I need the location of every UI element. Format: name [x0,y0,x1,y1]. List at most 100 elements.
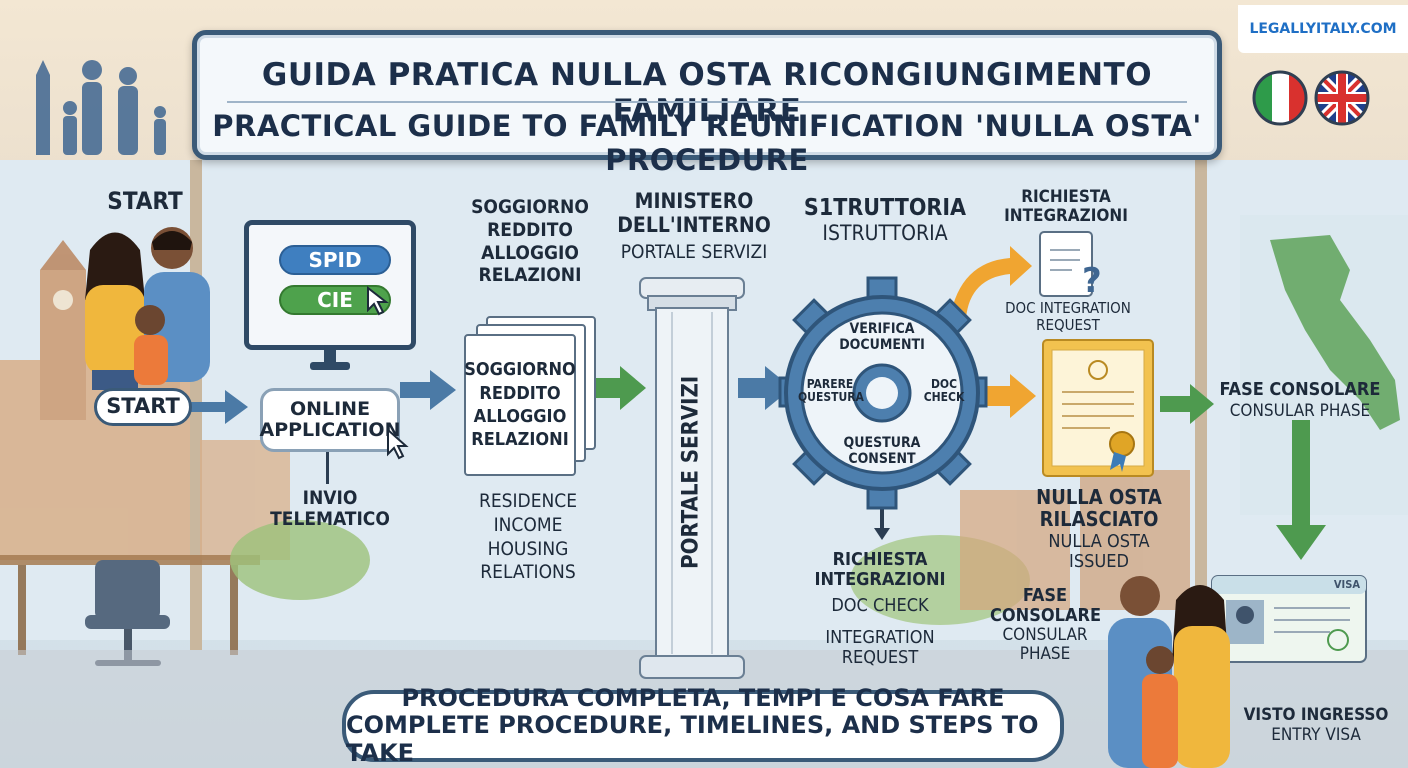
doc-en-line: RELATIONS [480,561,576,584]
ministry-pillar [639,277,745,679]
visa-english: ENTRY VISA [1271,725,1361,745]
integration-bottom-english: INTEGRATION REQUEST [810,627,950,669]
istruttoria-title: S1TRUTTORIA [803,195,967,221]
nulla-osta-english: NULLA OSTA ISSUED [1024,531,1174,573]
online-application-pill[interactable]: ONLINE APPLICATION [259,388,401,452]
ministry-title-line1: MINISTERO [634,189,754,213]
monitor-stand [310,346,350,370]
gear-line: QUESTURA [798,390,864,405]
gear-item-doc-check: DOC CHECK [912,377,976,405]
ministry-subtitle: PORTALE SERVIZI [620,241,768,263]
footer-line1: PROCEDURA COMPLETA, TEMPI E COSA FARE [401,683,1005,712]
family-illustration-end [1108,576,1230,768]
gear-line: CHECK [923,390,965,405]
gear-item-questura: QUESTURA CONSENT [832,435,932,467]
doc-en-line: HOUSING [487,537,569,560]
consular-bottom-line2: CONSOLARE [990,605,1102,627]
portale-servizi-column-label: PORTALE SERVIZI [678,375,704,569]
invio-telematico-caption: INVIO TELEMATICO [270,487,390,531]
cursor-icon [367,286,389,316]
language-flags [1252,70,1370,126]
footer-line2: COMPLETE PROCEDURE, TIMELINES, AND STEPS… [346,711,1039,767]
ministry-title-line2: DELL'INTERNO [617,212,771,237]
gear-item-verifica: VERIFICA DOCUMENTI [832,321,932,353]
istruttoria-gear [778,276,988,510]
gear-line: PARERE [806,377,854,391]
doc-top-line: REDDITO [487,218,573,241]
nulla-osta-line2: RILASCIATO [1039,507,1159,532]
integration-top-title: RICHIESTA INTEGRAZIONI [996,187,1136,227]
nulla-osta-en-line1: NULLA OSTA [1048,531,1150,552]
nulla-osta-title: NULLA OSTA RILASCIATO [1024,486,1174,531]
doc-line: ALLOGGIO [473,406,567,427]
documents-top-labels: SOGGIORNO REDDITO ALLOGGIO RELAZIONI [460,196,600,287]
gear-line: VERIFICA [849,321,915,337]
svg-text:?: ? [1082,261,1102,301]
login-monitor: SPID CIE [244,220,416,350]
document-lines: SOGGIORNO REDDITO ALLOGGIO RELAZIONI [464,358,576,452]
consular-phase-english: CONSULAR PHASE [1229,401,1371,421]
integration-bottom-title: RICHIESTA INTEGRAZIONI [810,549,950,591]
integration-bottom-line2: INTEGRAZIONI [814,569,946,591]
family-silhouette [36,60,166,155]
cursor-icon-2 [387,428,409,460]
doc-en-line: RESIDENCE [478,490,578,512]
gear-line: CONSENT [848,450,916,467]
caption-line2: TELEMATICO [270,508,390,531]
page-title-italian: GUIDA PRATICA NULLA OSTA RICONGIUNGIMENT… [261,57,1153,129]
integration-bottom-en-line1: INTEGRATION [825,627,935,648]
title-banner: GUIDA PRATICA NULLA OSTA RICONGIUNGIMENT… [192,30,1222,177]
caption-line1: INVIO [302,487,358,509]
integration-top-en-line2: REQUEST [1036,315,1100,334]
spid-button[interactable]: SPID [279,245,391,275]
integration-top-line1: RICHIESTA [1021,187,1111,207]
integration-top-english: DOC INTEGRATION REQUEST [996,300,1140,334]
online-application-line1: ONLINE [289,398,371,421]
doc-top-line: ALLOGGIO [481,241,579,264]
integration-bottom-line1: RICHIESTA [832,549,928,570]
integration-top-en-line1: DOC INTEGRATION [1005,299,1131,317]
doc-line: SOGGIORNO [464,359,576,381]
brand-link[interactable]: LEGALLYITALY.COM [1238,5,1408,53]
online-application-line2: APPLICATION [259,419,401,441]
nulla-osta-certificate [1042,339,1154,477]
visa-card-label: VISA [1333,578,1360,591]
document-stack-front: SOGGIORNO REDDITO ALLOGGIO RELAZIONI [464,334,576,476]
title-divider [227,101,1187,103]
documents-english-labels: RESIDENCE INCOME HOUSING RELATIONS [462,490,594,585]
nulla-osta-line1: NULLA OSTA [1036,485,1162,509]
page-title-english: PRACTICAL GUIDE TO FAMILY REUNIFICATION … [212,109,1202,177]
doc-top-line: SOGGIORNO [471,196,589,218]
doc-top-line: RELAZIONI [478,264,582,287]
integration-bottom-en-line2: REQUEST [841,647,919,669]
visa-title: VISTO INGRESSO [1243,705,1389,725]
cie-button[interactable]: CIE [279,285,391,315]
start-pill[interactable]: START [94,388,192,426]
monitor-screen: SPID CIE [244,220,416,350]
consular-bottom-en-line2: PHASE [1019,644,1071,665]
italy-map [1240,215,1408,515]
ministry-title: MINISTERO DELL'INTERNO [606,189,782,237]
doc-line: REDDITO [479,382,561,404]
family-illustration-start [85,227,210,390]
gear-line: QUESTURA [843,435,921,451]
doc-en-line: INCOME [493,513,563,536]
consular-bottom-title: FASE CONSOLARE [990,585,1102,627]
doc-line: RELAZIONI [471,429,569,451]
start-heading: START [107,187,183,215]
gear-item-parere: PARERE QUESTURA [798,377,864,405]
consular-phase-title: FASE CONSOLARE [1219,379,1381,400]
integration-bottom-sub: DOC CHECK [831,595,929,616]
question-document-icon: ? [1039,231,1102,301]
gear-line: DOC [930,377,958,391]
consular-bottom-en-line1: CONSULAR [1002,625,1088,645]
istruttoria-subtitle: ISTRUTTORIA [822,221,948,245]
consular-bottom-line1: FASE [1022,585,1068,606]
integration-top-line2: INTEGRAZIONI [1004,206,1128,227]
consular-bottom-english: CONSULAR PHASE [990,625,1100,665]
gear-line: DOCUMENTI [839,336,925,353]
city-buildings-right [960,470,1190,610]
nulla-osta-en-line2: ISSUED [1069,551,1129,573]
visa-card [1211,575,1367,663]
